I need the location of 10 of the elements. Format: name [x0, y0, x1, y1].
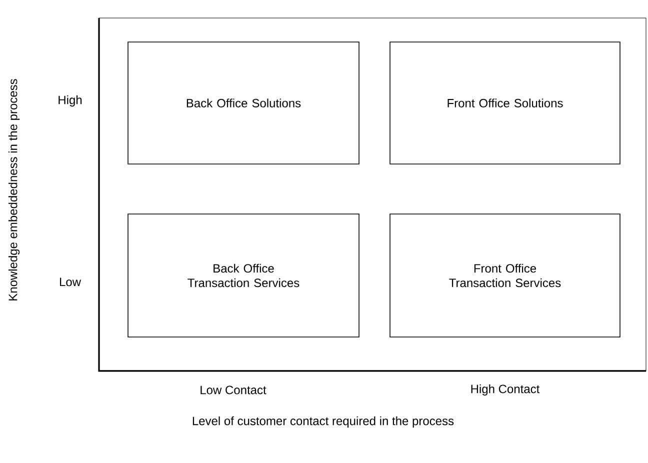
quadrant-box: Front Office Solutions: [390, 42, 620, 164]
quadrant-box: Front Office Transaction Services: [390, 214, 620, 338]
axis-tick-label: High: [58, 95, 82, 107]
quadrant-box: Back Office Transaction Services: [128, 214, 360, 338]
axis-title: Level of customer contact required in the process: [192, 416, 454, 428]
axis-tick-label: Low Contact: [200, 386, 266, 394]
quadrant-box: Back Office Solutions: [128, 42, 360, 164]
axis-tick-label: Low: [60, 278, 82, 286]
axis-title: Knowledge embeddedness in the process: [8, 79, 20, 300]
axis-tick-label: High Contact: [471, 384, 540, 396]
